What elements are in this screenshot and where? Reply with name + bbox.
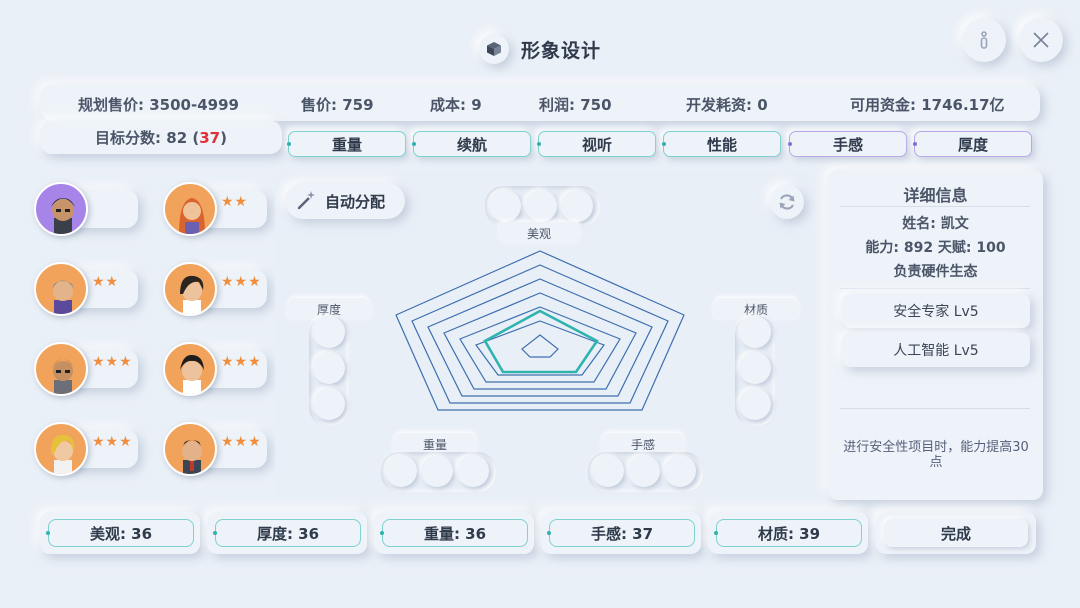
avatar <box>34 182 88 236</box>
target-score: 目标分数: 82 (37) <box>40 121 282 154</box>
slot-aesthetics-3[interactable] <box>561 190 593 222</box>
detail-title: 详细信息 <box>903 186 968 205</box>
slot-weight-1[interactable] <box>385 455 417 487</box>
tab-thickness[interactable]: 厚度 <box>913 131 1032 157</box>
slot-feel-2[interactable] <box>628 455 660 487</box>
star-rating: ★★★ <box>221 434 262 450</box>
profit: 利润: 750 <box>539 96 612 114</box>
avatar <box>163 182 217 236</box>
star-rating: ★★ <box>92 274 120 290</box>
planned-price: 规划售价: 3500-4999 <box>78 96 239 114</box>
avatar <box>34 342 88 396</box>
refresh-icon <box>779 194 795 210</box>
detail-panel: 详细信息 姓名: 凯文 能力: 892 天赋: 100 负责硬件生态 安全专家 … <box>828 170 1043 500</box>
info-icon <box>980 31 988 49</box>
info-button[interactable] <box>962 18 1006 62</box>
score-thickness: 厚度: 36 <box>207 512 367 554</box>
tab-audiovisual[interactable]: 视听 <box>537 131 656 157</box>
skill-description: 进行安全性项目时，能力提高30点 <box>843 440 1029 470</box>
slot-aesthetics-1[interactable] <box>489 190 521 222</box>
skill-item[interactable]: 安全专家 Lv5 <box>842 294 1030 328</box>
header: 形象设计 <box>0 30 1080 68</box>
skill-item[interactable]: 人工智能 Lv5 <box>842 333 1030 367</box>
slot-aesthetics-2[interactable] <box>525 190 557 222</box>
label-material: 材质 <box>714 298 798 320</box>
close-button[interactable] <box>1019 18 1063 62</box>
tab-performance[interactable]: 性能 <box>662 131 781 157</box>
label-weight: 重量 <box>394 433 476 455</box>
refresh-button[interactable] <box>770 185 804 219</box>
tab-battery[interactable]: 续航 <box>412 131 531 157</box>
label-thickness: 厚度 <box>288 298 370 320</box>
slot-material-3[interactable] <box>739 388 771 420</box>
avatar <box>34 262 88 316</box>
slot-thickness-2[interactable] <box>313 352 345 384</box>
done-button[interactable]: 完成 <box>876 512 1036 554</box>
employee-name: 姓名: 凯文 <box>902 216 969 232</box>
available-funds: 可用资金: 1746.17亿 <box>850 96 1005 114</box>
auto-assign-button[interactable]: 自动分配 <box>285 183 405 219</box>
responsibility: 负责硬件生态 <box>893 264 978 280</box>
magic-wand-icon <box>297 191 315 210</box>
star-rating: ★★ <box>221 194 249 210</box>
price: 售价: 759 <box>301 96 374 114</box>
star-rating: ★★★ <box>92 434 133 450</box>
slot-material-1[interactable] <box>739 316 771 348</box>
close-icon <box>1033 32 1049 48</box>
stats-bar <box>40 85 1040 121</box>
avatar <box>34 422 88 476</box>
cube-icon <box>478 34 509 64</box>
label-feel: 手感 <box>602 433 684 455</box>
tab-feel[interactable]: 手感 <box>788 131 907 157</box>
label-aesthetics: 美观 <box>499 222 579 244</box>
target-gap: 37 <box>199 128 221 147</box>
slot-material-2[interactable] <box>739 352 771 384</box>
auto-assign-label: 自动分配 <box>325 192 386 211</box>
radar-chart <box>395 250 685 411</box>
cost: 成本: 9 <box>430 96 482 114</box>
slot-weight-3[interactable] <box>457 455 489 487</box>
score-material: 材质: 39 <box>708 512 868 554</box>
avatar <box>163 422 217 476</box>
slot-feel-3[interactable] <box>664 455 696 487</box>
star-rating: ★★★ <box>92 354 133 370</box>
score-aesthetics: 美观: 36 <box>40 512 200 554</box>
tab-weight[interactable]: 重量 <box>287 131 406 157</box>
page-title: 形象设计 <box>520 39 601 62</box>
ability-talent: 能力: 892 天赋: 100 <box>865 240 1006 256</box>
slot-thickness-1[interactable] <box>313 316 345 348</box>
avatar <box>163 342 217 396</box>
star-rating: ★★★ <box>221 354 262 370</box>
dev-cost: 开发耗资: 0 <box>686 96 768 114</box>
slot-weight-2[interactable] <box>421 455 453 487</box>
score-weight: 重量: 36 <box>374 512 534 554</box>
star-rating: ★★★ <box>221 274 262 290</box>
avatar <box>163 262 217 316</box>
score-feel: 手感: 37 <box>541 512 701 554</box>
slot-thickness-3[interactable] <box>313 388 345 420</box>
slot-feel-1[interactable] <box>592 455 624 487</box>
